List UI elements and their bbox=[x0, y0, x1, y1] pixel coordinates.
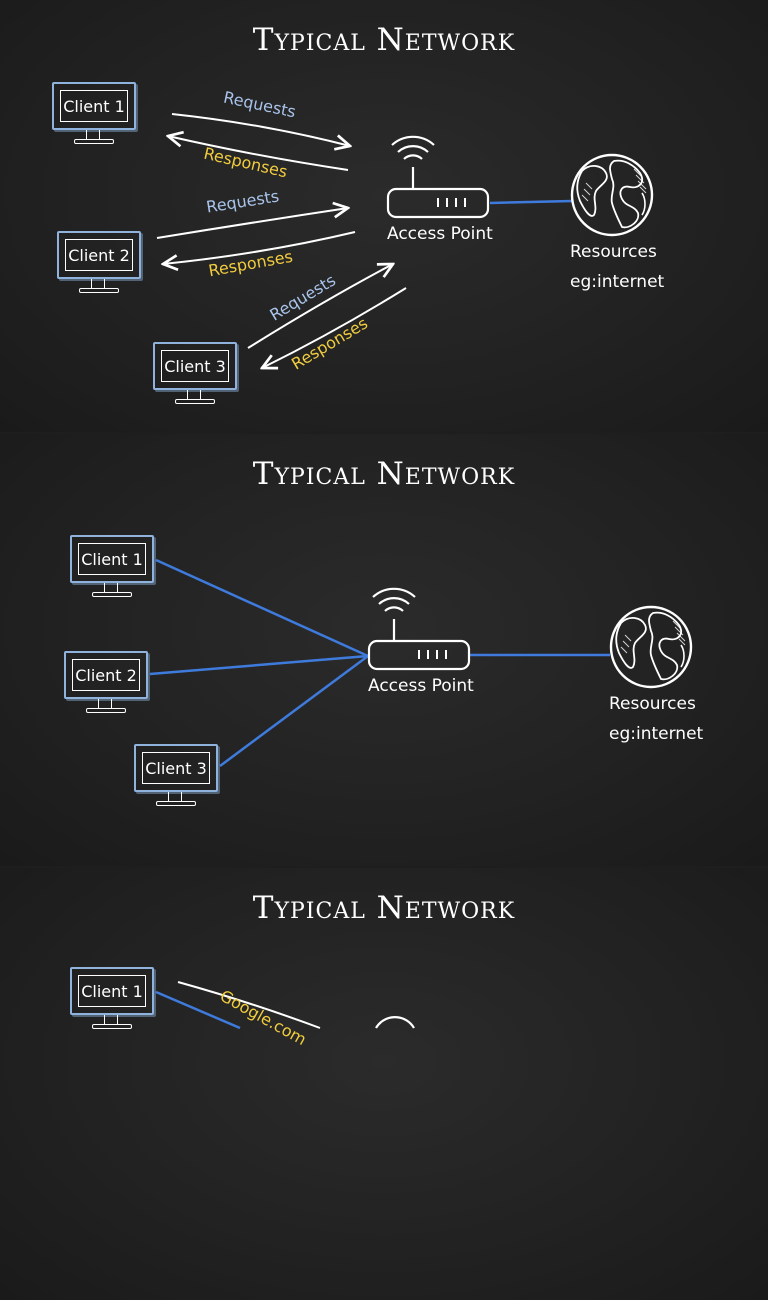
slide-title: Typical Network bbox=[252, 456, 516, 492]
request-arrow-client-1 bbox=[171, 113, 350, 146]
response-arrow-client-2 bbox=[163, 231, 356, 264]
monitor-icon: Client 1 bbox=[52, 82, 136, 130]
monitor-icon: Client 3 bbox=[134, 744, 218, 792]
client-2-monitor: Client 2 bbox=[57, 231, 147, 297]
connection-lines bbox=[155, 981, 415, 1030]
client-1-monitor: Client 1 bbox=[52, 82, 142, 148]
connection-lines bbox=[149, 558, 693, 768]
resources-title: Resources bbox=[609, 694, 696, 714]
resources-example: eg:internet bbox=[609, 724, 704, 744]
access-point-label: Access Point bbox=[387, 224, 493, 244]
resources-example: eg:internet bbox=[570, 272, 665, 292]
link-client-1 bbox=[155, 990, 241, 1030]
slide-requests-responses: Typical Network Requests Responses Reque… bbox=[0, 0, 768, 432]
globe-icon bbox=[570, 153, 654, 237]
request-arrow-client-1 bbox=[177, 981, 321, 1029]
client-3-monitor: Client 3 bbox=[134, 744, 224, 810]
router-icon bbox=[367, 587, 471, 671]
request-arrow-client-3 bbox=[247, 264, 393, 349]
client-label: Client 1 bbox=[81, 981, 143, 1001]
router-wifi-icon bbox=[375, 1015, 415, 1029]
resources-label: Resources eg:internet bbox=[570, 237, 664, 297]
access-point-label: Access Point bbox=[368, 676, 474, 696]
client-label: Client 1 bbox=[63, 96, 125, 116]
uplink-line bbox=[489, 199, 573, 205]
globe-icon bbox=[609, 605, 693, 689]
link-client-2 bbox=[149, 654, 369, 676]
monitor-icon: Client 2 bbox=[57, 231, 141, 279]
router-icon bbox=[386, 135, 490, 219]
monitor-icon: Client 1 bbox=[70, 967, 154, 1015]
slide-request-example: Typical Network Google.com Client 1 bbox=[0, 868, 768, 1300]
link-client-3 bbox=[219, 654, 369, 768]
client-3-monitor: Client 3 bbox=[153, 342, 243, 408]
client-label: Client 2 bbox=[68, 245, 130, 265]
client-1-monitor: Client 1 bbox=[70, 535, 160, 601]
response-arrow-client-1 bbox=[168, 136, 349, 171]
client-label: Client 3 bbox=[164, 356, 226, 376]
monitor-icon: Client 1 bbox=[70, 535, 154, 583]
link-client-1 bbox=[155, 558, 369, 658]
resources-title: Resources bbox=[570, 242, 657, 262]
client-label: Client 2 bbox=[75, 665, 137, 685]
response-arrow-client-3 bbox=[262, 287, 407, 368]
connection-lines bbox=[156, 113, 654, 432]
client-1-monitor: Client 1 bbox=[70, 967, 160, 1033]
slide-title: Typical Network bbox=[252, 890, 516, 926]
resources-label: Resources eg:internet bbox=[609, 689, 703, 749]
monitor-icon: Client 2 bbox=[64, 651, 148, 699]
monitor-icon: Client 3 bbox=[153, 342, 237, 390]
client-label: Client 3 bbox=[145, 758, 207, 778]
slide-topology: Typical Network Client 1 Client 2 Client… bbox=[0, 434, 768, 866]
slide-title: Typical Network bbox=[252, 22, 516, 58]
client-label: Client 1 bbox=[81, 549, 143, 569]
client-2-monitor: Client 2 bbox=[64, 651, 154, 717]
request-arrow-client-2 bbox=[156, 208, 348, 239]
